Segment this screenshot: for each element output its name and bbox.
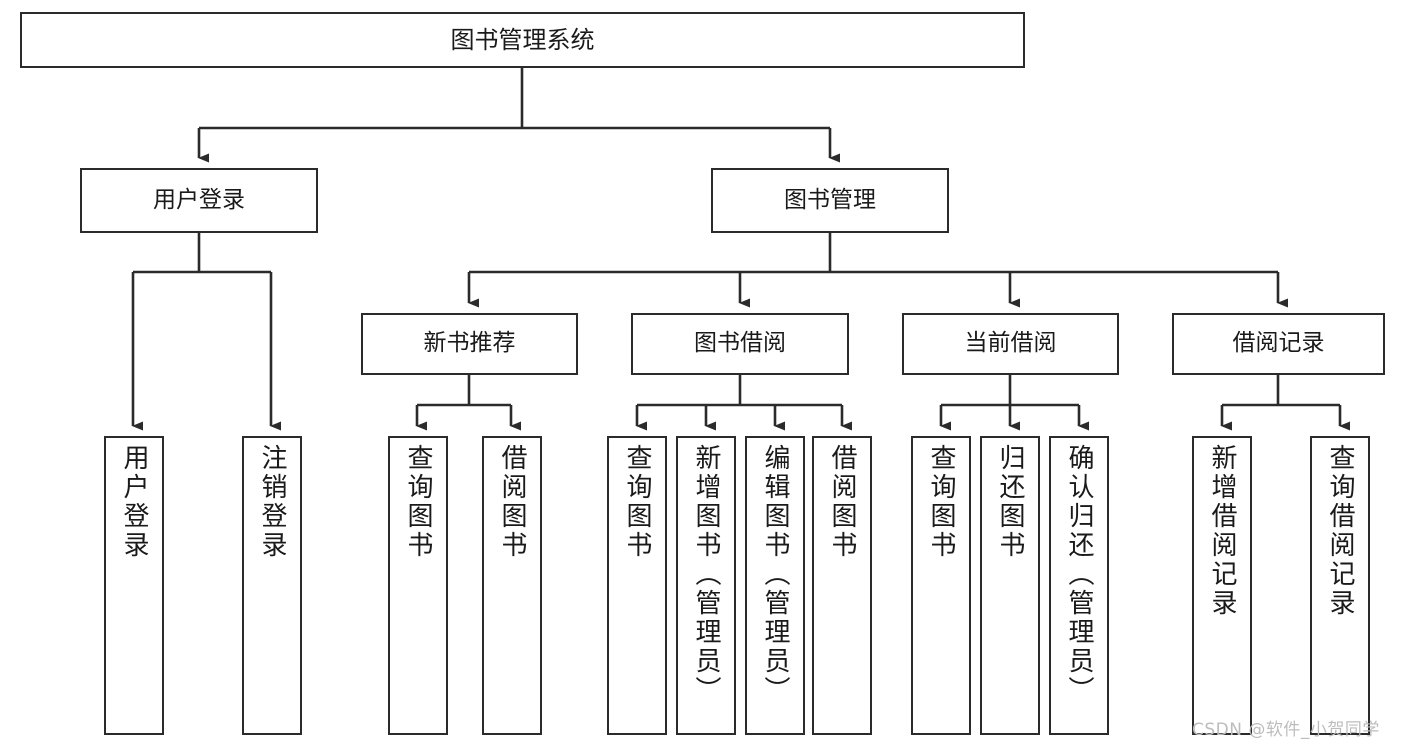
leaf-query-borrow-record[interactable]: 查询借阅记录 <box>1310 436 1370 735</box>
node-label: 新增图书（管理员） <box>691 444 721 705</box>
node-label: 归还图书 <box>995 444 1025 560</box>
node-label: 查询图书 <box>926 444 956 560</box>
node-label: 图书管理 <box>784 186 876 213</box>
node-book-borrow[interactable]: 图书借阅 <box>631 313 849 375</box>
node-label: 查询图书 <box>403 444 433 560</box>
node-label: 用户登录 <box>119 444 149 560</box>
leaf-query-book-current[interactable]: 查询图书 <box>911 436 971 735</box>
node-label: 编辑图书（管理员） <box>760 444 790 705</box>
node-label: 图书管理系统 <box>450 25 595 54</box>
node-new-book-recommend[interactable]: 新书推荐 <box>361 313 578 375</box>
node-label: 用户登录 <box>153 186 245 213</box>
leaf-confirm-return-admin[interactable]: 确认归还（管理员） <box>1049 436 1109 735</box>
node-label: 当前借阅 <box>964 330 1057 357</box>
leaf-borrow-book-recommend[interactable]: 借阅图书 <box>482 436 542 735</box>
leaf-borrow-book[interactable]: 借阅图书 <box>812 436 872 735</box>
node-current-borrow[interactable]: 当前借阅 <box>902 313 1119 375</box>
leaf-logout[interactable]: 注销登录 <box>242 436 302 735</box>
node-label: 图书借阅 <box>694 330 786 357</box>
node-label: 新书推荐 <box>423 330 516 357</box>
node-root-system[interactable]: 图书管理系统 <box>20 12 1025 68</box>
leaf-return-book[interactable]: 归还图书 <box>980 436 1040 735</box>
node-book-management[interactable]: 图书管理 <box>711 168 949 233</box>
leaf-add-borrow-record[interactable]: 新增借阅记录 <box>1192 436 1252 735</box>
csdn-watermark: CSDN @软件_小贺同学 <box>1192 720 1380 740</box>
node-user-login[interactable]: 用户登录 <box>80 168 318 233</box>
leaf-edit-book-admin[interactable]: 编辑图书（管理员） <box>745 436 805 735</box>
node-borrow-record[interactable]: 借阅记录 <box>1172 313 1385 375</box>
node-label: 借阅图书 <box>827 444 857 560</box>
leaf-user-login[interactable]: 用户登录 <box>104 436 164 735</box>
node-label: 借阅图书 <box>497 444 527 560</box>
node-label: 新增借阅记录 <box>1207 444 1237 618</box>
leaf-add-book-admin[interactable]: 新增图书（管理员） <box>676 436 736 735</box>
leaf-query-book-borrow[interactable]: 查询图书 <box>607 436 667 735</box>
node-label: 查询借阅记录 <box>1325 444 1355 618</box>
node-label: 确认归还（管理员） <box>1064 444 1094 705</box>
node-label: 借阅记录 <box>1232 330 1325 357</box>
node-label: 注销登录 <box>257 444 287 560</box>
node-label: 查询图书 <box>622 444 652 560</box>
leaf-query-book-recommend[interactable]: 查询图书 <box>388 436 448 735</box>
